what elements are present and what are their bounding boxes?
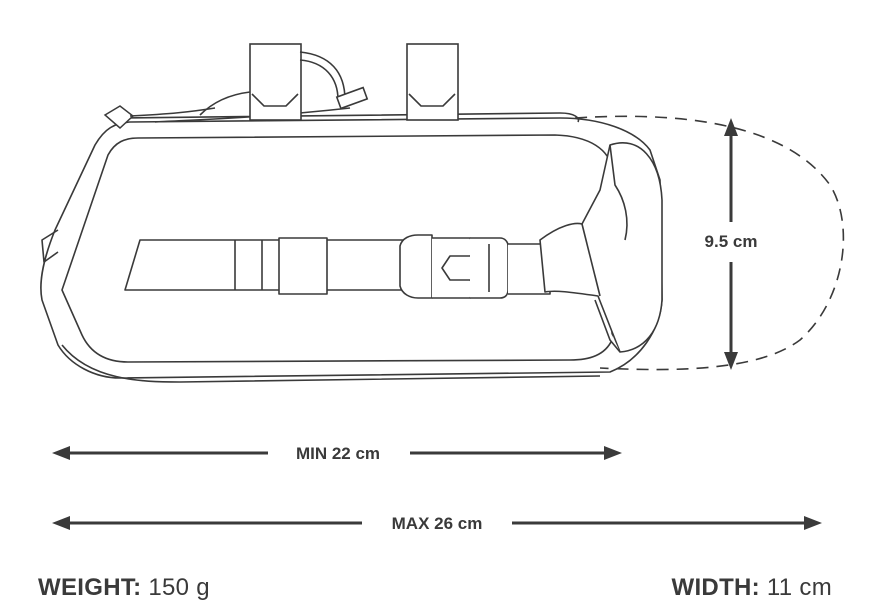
expanded-rolltop-outline — [574, 115, 845, 371]
rolltop-closure — [539, 142, 663, 353]
width-spec: WIDTH: 11 cm — [672, 574, 832, 602]
side-release-buckle — [399, 234, 551, 299]
height-label: 9.5 cm — [705, 232, 758, 251]
weight-value: 150 g — [148, 574, 210, 601]
width-value: 11 cm — [766, 574, 832, 601]
compression-strap — [124, 237, 411, 295]
weight-spec: WEIGHT: 150 g — [38, 574, 210, 602]
width-label: WIDTH: — [671, 574, 760, 601]
weight-label: WEIGHT: — [38, 574, 142, 601]
min-length-label: MIN 22 cm — [296, 444, 380, 463]
bag-body — [40, 112, 663, 383]
max-length-label: MAX 26 cm — [392, 514, 483, 533]
top-velcro-straps — [199, 43, 459, 121]
max-length-arrow — [52, 516, 822, 530]
height-dimension-arrow — [724, 118, 738, 370]
min-length-arrow — [52, 446, 622, 460]
